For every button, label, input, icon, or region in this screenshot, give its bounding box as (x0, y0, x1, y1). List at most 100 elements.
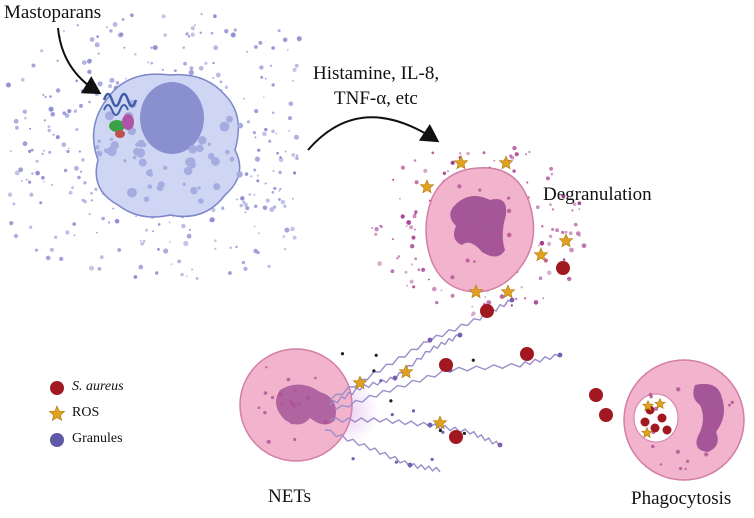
neutrophil-inner-dots (450, 184, 512, 280)
granule (109, 137, 114, 141)
granule (15, 125, 19, 130)
granule (112, 22, 118, 27)
granule (22, 109, 27, 114)
granule (236, 198, 239, 201)
mast-cell-inner-granules (95, 100, 244, 204)
granule (286, 48, 289, 51)
granule (147, 184, 153, 189)
granule (551, 227, 555, 231)
granule (242, 200, 246, 204)
granule (412, 214, 417, 219)
granule (103, 148, 109, 154)
granule (68, 147, 70, 150)
granule (305, 395, 310, 400)
granule (478, 188, 482, 192)
granule (390, 269, 395, 274)
granule (578, 234, 581, 237)
granule (257, 232, 260, 235)
phagosome (633, 393, 679, 443)
granule (97, 267, 102, 271)
ros-star (558, 233, 574, 248)
granule (507, 196, 511, 200)
degranulation-label: Degranulation (543, 184, 652, 205)
granule (258, 40, 263, 45)
granule (55, 135, 60, 140)
granule (440, 289, 443, 292)
granule (284, 248, 287, 251)
granule (254, 204, 258, 208)
granule (28, 180, 32, 184)
granule (79, 103, 83, 108)
granule (340, 352, 345, 356)
granule (459, 235, 463, 239)
granule (25, 178, 28, 181)
granule (526, 181, 529, 184)
granule (9, 221, 14, 226)
granule (409, 225, 414, 230)
granule (389, 399, 393, 403)
granule (75, 127, 79, 132)
granule (493, 159, 496, 162)
granule (392, 375, 398, 381)
granule (351, 457, 355, 461)
granule (269, 207, 275, 213)
granule (163, 248, 169, 254)
granule (290, 226, 295, 232)
lobed-nucleus (450, 196, 507, 257)
granule (268, 139, 272, 143)
granule (271, 129, 275, 134)
granule (115, 81, 120, 85)
granule (150, 46, 153, 49)
granule (101, 216, 105, 221)
granule (50, 112, 55, 117)
granule (114, 218, 120, 224)
granule (47, 128, 51, 133)
granule (569, 247, 574, 253)
granule (486, 300, 492, 305)
granule (235, 245, 238, 249)
granule (400, 165, 405, 170)
nets-label: NETs (268, 486, 312, 507)
granule (89, 265, 94, 271)
granule (156, 184, 164, 191)
granule (275, 132, 278, 135)
granule-icon (50, 433, 64, 447)
granule (157, 248, 160, 251)
granule (198, 198, 204, 204)
granule (541, 225, 544, 228)
granule (684, 467, 687, 470)
mastoparans-arrow (57, 27, 102, 95)
granule (509, 297, 515, 303)
granule (229, 246, 232, 249)
granule (392, 178, 395, 181)
granule (155, 271, 159, 275)
granule (186, 233, 192, 239)
granule (90, 191, 93, 195)
granule (233, 28, 237, 32)
granule (29, 192, 34, 197)
granule (254, 45, 258, 49)
granule (254, 109, 259, 114)
granule (245, 206, 250, 211)
granule (190, 26, 195, 31)
granule (676, 387, 681, 392)
granule (314, 376, 317, 380)
granule (80, 170, 83, 173)
granule (550, 172, 554, 176)
legend-label-granules: Granules (72, 431, 123, 446)
granule (498, 231, 502, 236)
granule (207, 153, 215, 160)
granule (240, 196, 245, 201)
granule (278, 190, 281, 192)
granule (292, 235, 297, 240)
granule (253, 168, 257, 172)
granule (9, 150, 12, 153)
granule (266, 439, 271, 444)
granule (90, 199, 94, 202)
granule (291, 153, 296, 157)
granule (730, 400, 734, 405)
bacterium (556, 261, 570, 275)
granule (212, 77, 215, 79)
ros-star (641, 426, 653, 439)
granule (253, 248, 258, 254)
